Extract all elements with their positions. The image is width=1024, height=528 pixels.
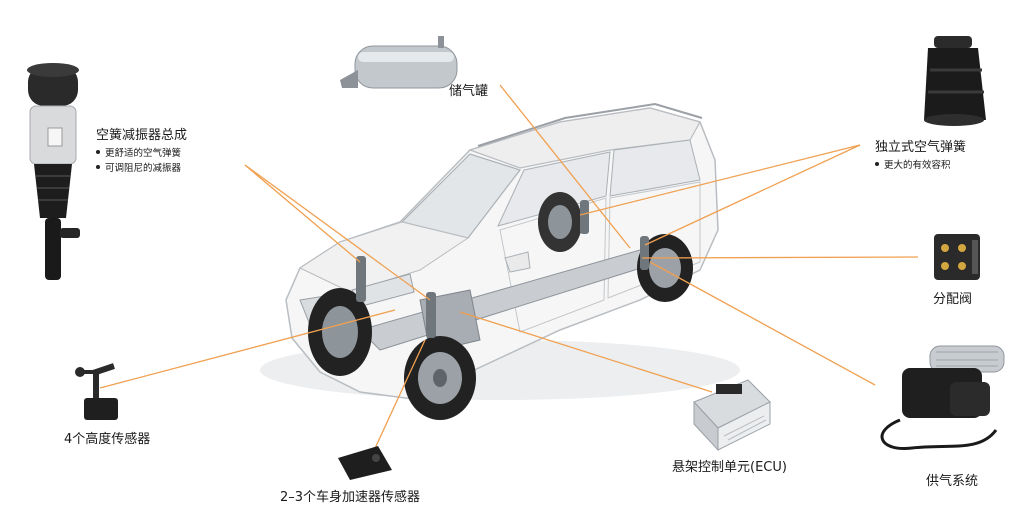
leader-line — [649, 261, 876, 386]
height-sensor-label: 4个高度传感器 — [64, 432, 151, 447]
air-spring-bullet: 更大的有效容积 — [875, 158, 966, 173]
ecu-image — [693, 379, 771, 452]
leader-lines — [99, 84, 919, 471]
supply-system-label: 供气系统 — [926, 474, 979, 489]
valve-label: 分配阀 — [933, 292, 973, 307]
compressor-image — [880, 345, 1005, 451]
leader-line — [99, 309, 396, 389]
air-strut-image — [27, 63, 80, 280]
air-tank-image — [340, 36, 458, 89]
air-tank-label: 储气罐 — [449, 84, 489, 99]
suv-car-image — [260, 102, 740, 420]
accel-sensor-image — [338, 446, 392, 480]
shock-absorber-bullet: 可调阻尼的减振器 — [96, 161, 187, 176]
leader-line — [459, 311, 713, 393]
leader-line — [641, 256, 919, 259]
ecu-label: 悬架控制单元(ECU) — [672, 460, 787, 475]
valve-block-image — [934, 234, 980, 280]
leader-line — [244, 164, 431, 301]
leader-line — [644, 144, 861, 246]
leader-line — [579, 144, 861, 216]
leader-line — [244, 164, 361, 263]
shock-absorber-title: 空簧减振器总成 — [96, 128, 188, 143]
air-spring-title: 独立式空气弹簧 — [875, 140, 967, 155]
shock-absorber-bullet: 更舒适的空气弹簧 — [96, 146, 187, 161]
accel-sensor-label: 2–3个车身加速器传感器 — [280, 490, 421, 505]
height-sensor-image — [75, 363, 118, 420]
shock-absorber-label: 空簧减振器总成 更舒适的空气弹簧 可调阻尼的减振器 — [96, 124, 187, 176]
air-spring-label: 独立式空气弹簧 更大的有效容积 — [875, 136, 966, 173]
air-spring-image — [924, 36, 986, 126]
leader-line — [499, 84, 631, 249]
